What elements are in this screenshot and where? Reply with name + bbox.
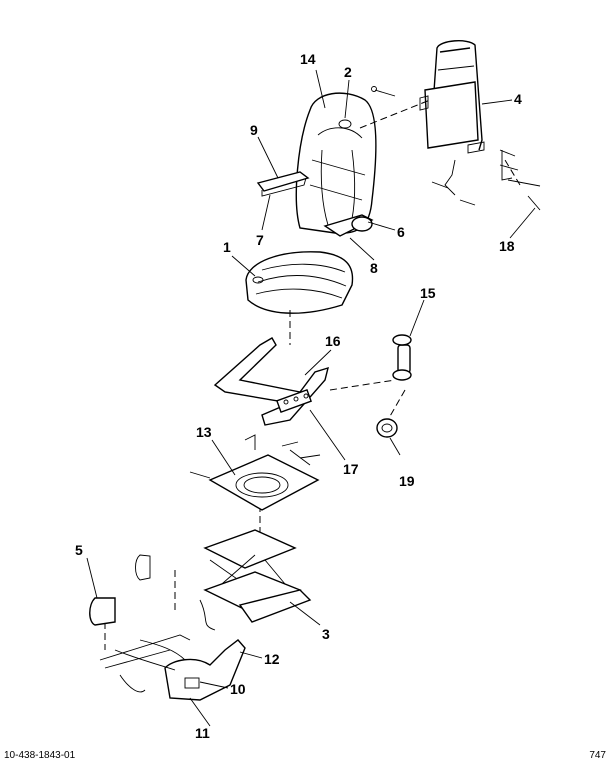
- swivel-plate: [189, 434, 321, 511]
- callout-4: 4: [514, 91, 522, 107]
- callout-15: 15: [420, 285, 436, 301]
- callout-8: 8: [370, 260, 378, 276]
- shock-absorber: [392, 334, 412, 381]
- callout-17: 17: [343, 461, 359, 477]
- adjust-knob: [376, 418, 398, 438]
- seat-cushion: [245, 251, 354, 314]
- callout-7: 7: [256, 232, 264, 248]
- callout-labels: 14 2 4 9 7 6 8 18 1 15 16 13 17 19 5 3 1…: [75, 51, 522, 741]
- assembly-lines: [104, 99, 521, 650]
- callout-1: 1: [223, 239, 231, 255]
- callout-16: 16: [325, 333, 341, 349]
- callout-12: 12: [264, 651, 280, 667]
- callout-3: 3: [322, 626, 330, 642]
- base-skirt: [99, 634, 246, 701]
- callout-9: 9: [250, 122, 258, 138]
- callout-14: 14: [300, 51, 316, 67]
- bolts-upper: [371, 86, 541, 211]
- seat-back: [295, 92, 377, 234]
- page-number: 747: [589, 750, 606, 761]
- callout-18: 18: [499, 238, 515, 254]
- back-frame: [419, 40, 513, 196]
- right-armrest: [323, 214, 374, 237]
- leader-lines: [86, 69, 536, 727]
- callout-10: 10: [230, 681, 246, 697]
- side-cover: [89, 554, 151, 626]
- callout-2: 2: [344, 64, 352, 80]
- callout-6: 6: [397, 224, 405, 240]
- scissor-suspension: [199, 529, 312, 631]
- callout-11: 11: [195, 725, 210, 741]
- callout-5: 5: [75, 542, 83, 558]
- left-armrest: [256, 171, 310, 197]
- figure-id-footer: 10-438-1843-01: [4, 750, 76, 761]
- callout-13: 13: [196, 424, 212, 440]
- seat-rails: [213, 337, 329, 426]
- callout-19: 19: [399, 473, 415, 489]
